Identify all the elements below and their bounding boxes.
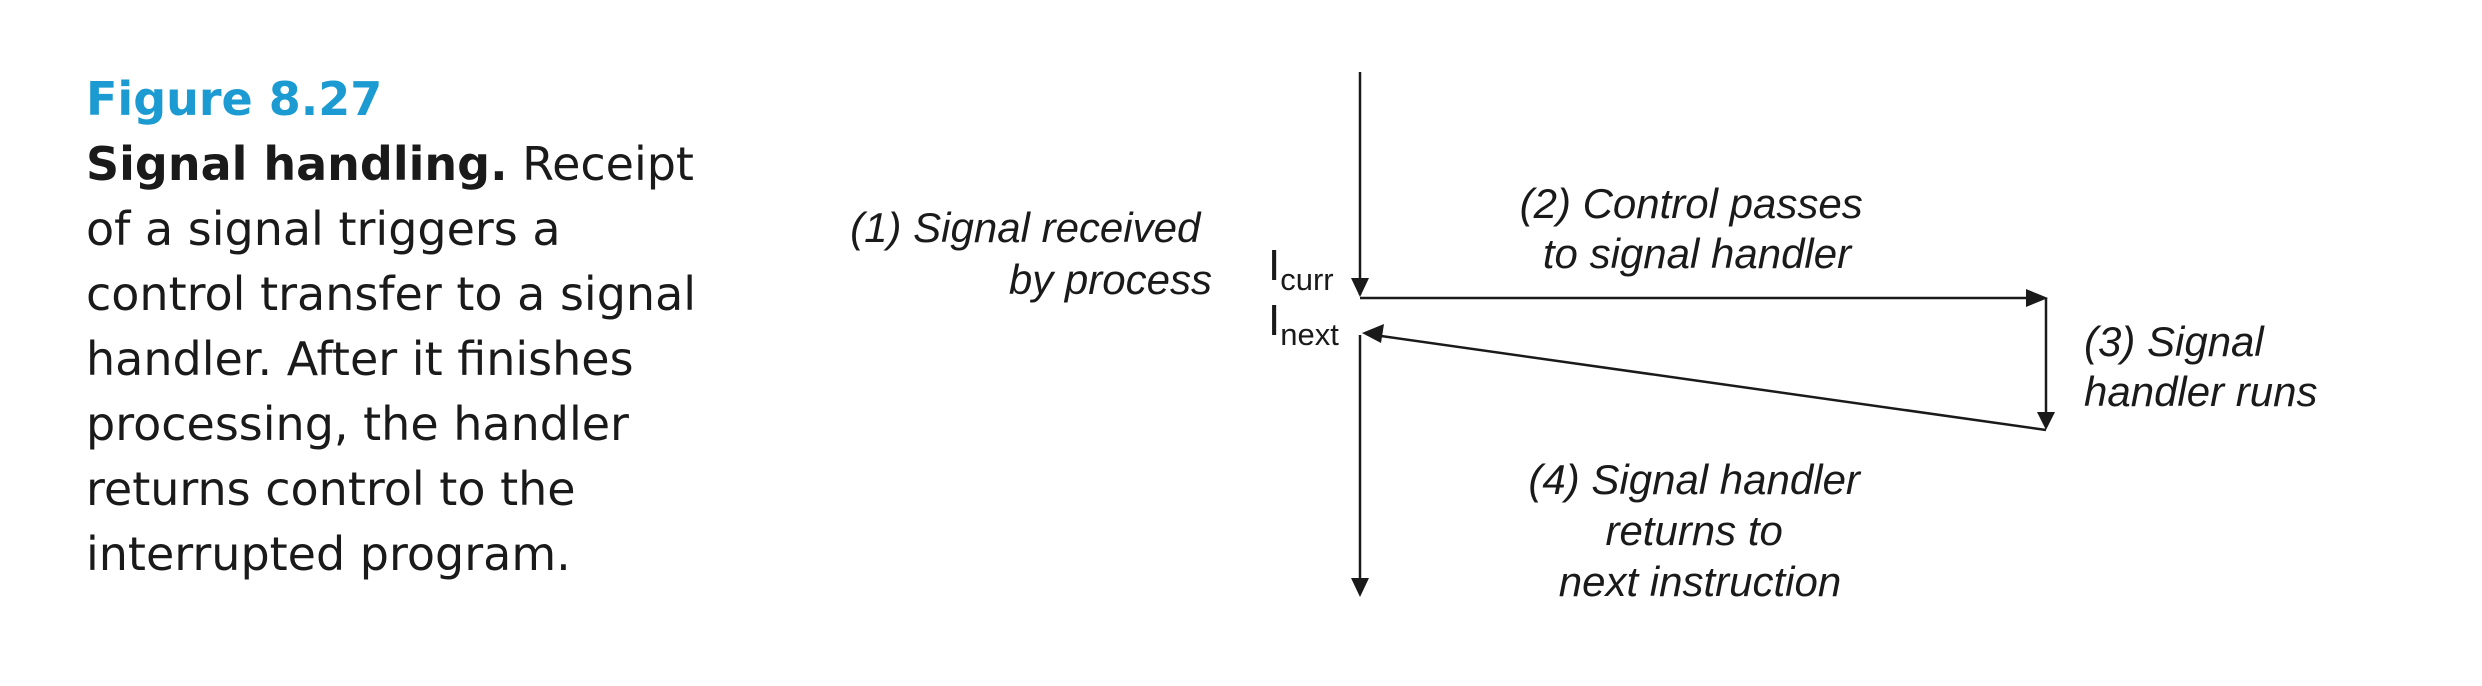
- figure-description-block: Signal handling. Receipt of a signal tri…: [86, 132, 726, 587]
- icurr-label: Icurr: [1268, 241, 1334, 297]
- handler-return-arrow: [1373, 333, 2047, 432]
- program-flow-arrowhead-top: [1351, 278, 1369, 297]
- figure-number: Figure 8.27: [86, 72, 383, 126]
- inext-label: Inext: [1268, 296, 1339, 352]
- step2-label: (2) Control passes to signal handler: [1520, 180, 1875, 277]
- figure-title: Signal handling.: [86, 137, 508, 191]
- handler-runs-arrowhead: [2037, 412, 2055, 430]
- figure-caption: Figure 8.27 Signal handling. Receipt of …: [86, 66, 726, 587]
- step3-label: (3) Signal handler runs: [2084, 318, 2317, 415]
- handler-return-arrowhead: [1362, 324, 1384, 343]
- program-flow-arrowhead-bottom: [1351, 578, 1369, 597]
- control-transfer-arrowhead: [2026, 289, 2048, 307]
- step4-label: (4) Signal handler returns to next instr…: [1528, 456, 1871, 605]
- step1-label: (1) Signal received by process: [850, 204, 1212, 303]
- figure-description: Receipt of a signal triggers a control t…: [86, 137, 697, 581]
